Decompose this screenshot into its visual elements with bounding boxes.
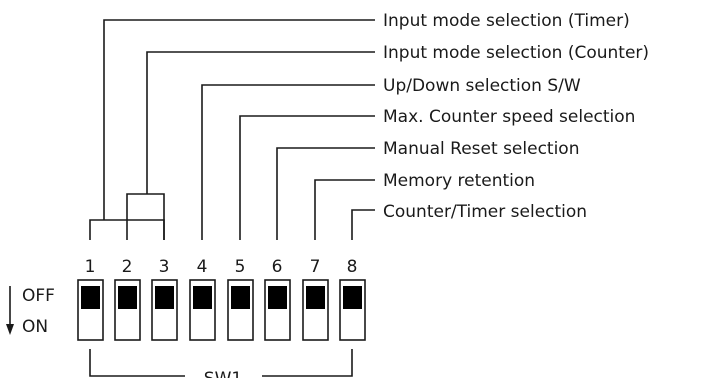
- label-input-mode-timer: Input mode selection (Timer): [383, 11, 630, 31]
- switch-number-2: 2: [122, 257, 133, 277]
- dip-switch-3-knob: [155, 286, 174, 309]
- switch-number-6: 6: [272, 257, 283, 277]
- dip-switch-1-knob: [81, 286, 100, 309]
- dip-switch-2-knob: [118, 286, 137, 309]
- leader-line-up-down: [201, 84, 375, 240]
- off-label: OFF: [22, 286, 55, 306]
- dip-switch-5-knob: [231, 286, 250, 309]
- switch-number-3: 3: [159, 257, 170, 277]
- label-memory-retention: Memory retention: [383, 171, 535, 191]
- switch-number-5: 5: [235, 257, 246, 277]
- label-manual-reset: Manual Reset selection: [383, 139, 579, 159]
- leader-line-manual-reset: [276, 147, 375, 240]
- switch-number-4: 4: [197, 257, 208, 277]
- sw1-bracket-right: [262, 349, 353, 377]
- dip-switch-8-knob: [343, 286, 362, 309]
- switch-number-7: 7: [310, 257, 321, 277]
- dip-switch-6-knob: [268, 286, 287, 309]
- on-label: ON: [22, 317, 48, 337]
- leader-line-counter-timer: [351, 209, 375, 240]
- down-arrow-icon: [6, 324, 14, 335]
- bracket-2-3: [126, 193, 165, 213]
- label-max-counter-speed: Max. Counter speed selection: [383, 107, 635, 127]
- label-input-mode-counter: Input mode selection (Counter): [383, 43, 649, 63]
- label-counter-timer: Counter/Timer selection: [383, 202, 587, 222]
- dip-switch-7-knob: [306, 286, 325, 309]
- switch-number-1: 1: [85, 257, 96, 277]
- sw1-bracket-left: [89, 349, 185, 377]
- dip-switch-4-knob: [193, 286, 212, 309]
- leader-line-memory: [314, 179, 375, 240]
- leader-line-max-speed: [239, 115, 375, 240]
- leader-line-counter: [146, 51, 375, 194]
- label-up-down: Up/Down selection S/W: [383, 76, 581, 96]
- switch-number-8: 8: [347, 257, 358, 277]
- dip-switch-bank: [77, 279, 366, 341]
- leader-line-timer: [103, 19, 375, 220]
- sw1-label: SW1: [204, 369, 242, 378]
